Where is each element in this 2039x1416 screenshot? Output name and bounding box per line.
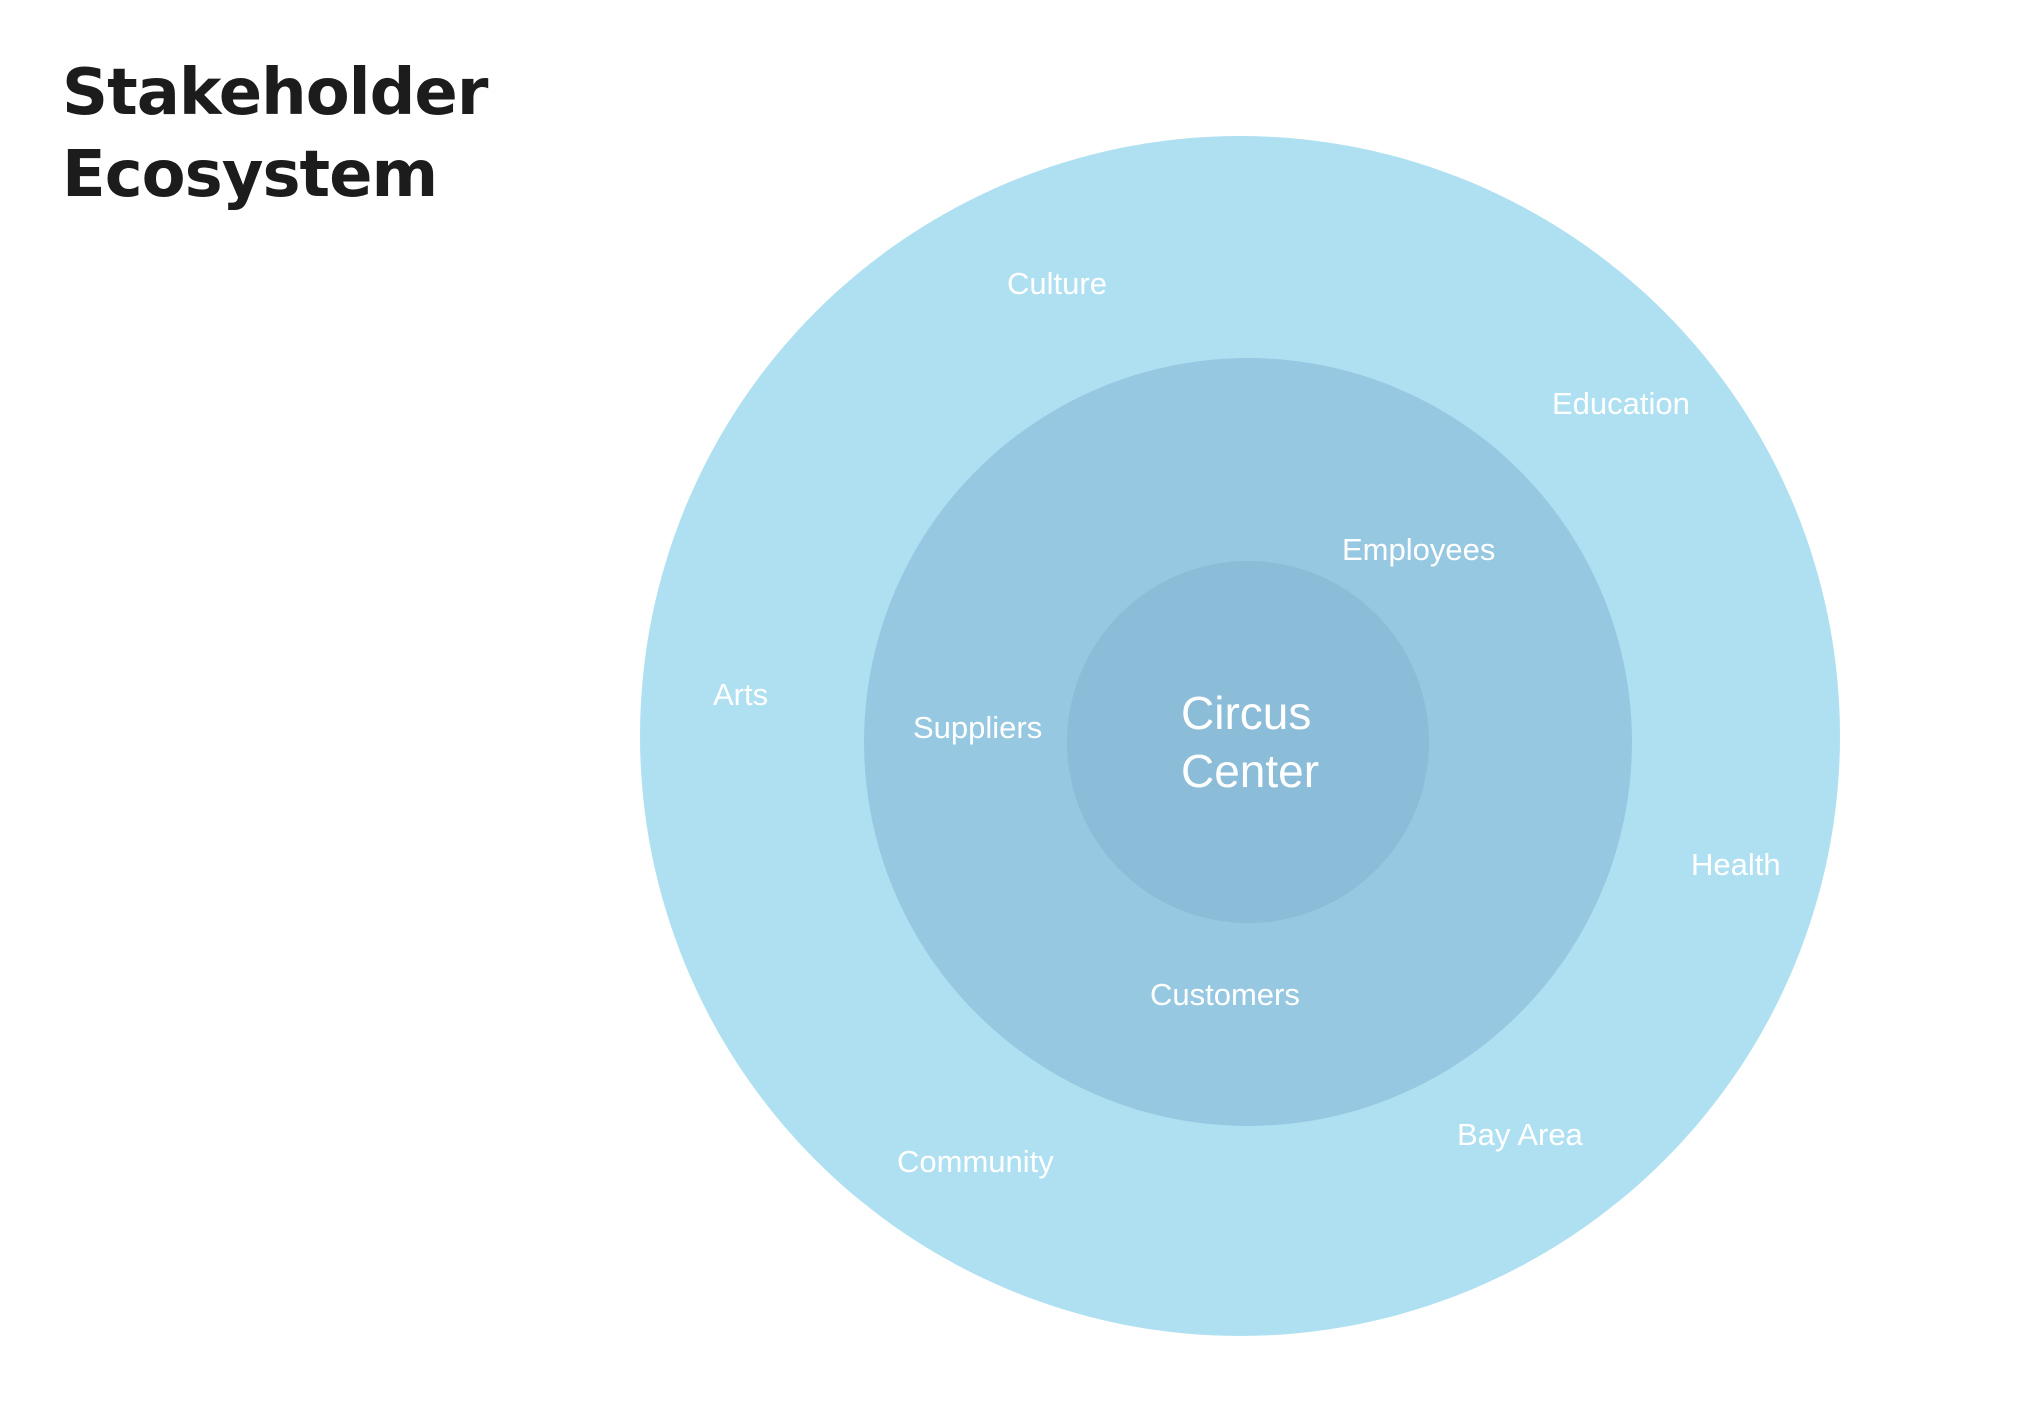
diagram-title: Stakeholder Ecosystem [62,52,488,216]
outer-ring-label-bay-area: Bay Area [1457,1117,1584,1152]
outer-ring-label-arts: Arts [713,677,768,712]
diagram-title-line-2: Ecosystem [62,138,438,212]
outer-ring-label-community: Community [897,1144,1054,1179]
middle-ring-label-suppliers: Suppliers [913,710,1042,745]
center-label-line-2: Center [1181,745,1319,797]
inner-circle [1067,561,1429,923]
diagram-title-line-1: Stakeholder [62,56,488,130]
outer-ring-label-health: Health [1691,847,1781,882]
middle-ring-label-customers: Customers [1150,977,1300,1012]
center-label-line-1: Circus [1181,687,1311,739]
middle-ring-label-employees: Employees [1342,532,1495,567]
outer-ring-label-culture: Culture [1007,266,1107,301]
outer-ring-label-education: Education [1552,386,1690,421]
